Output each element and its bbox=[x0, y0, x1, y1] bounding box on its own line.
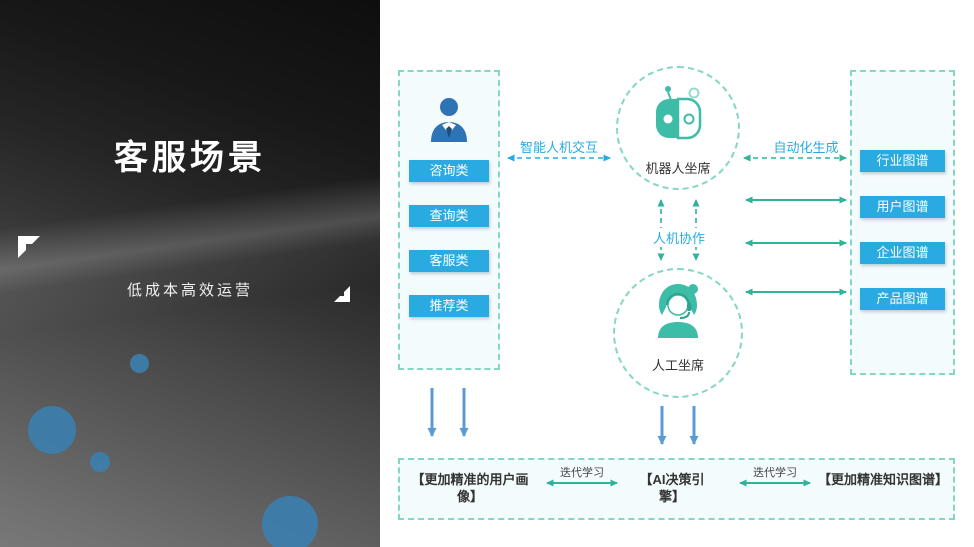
diagram-panel: 咨询类 查询类 客服类 推荐类 机器人坐席 人工坐席 智能人机交互 自动 bbox=[380, 0, 974, 547]
ai-engine-text: 【AI决策引擎】 bbox=[639, 472, 705, 504]
category-button-consult[interactable]: 咨询类 bbox=[409, 160, 489, 182]
decorative-circle bbox=[28, 406, 76, 454]
graph-button-product[interactable]: 产品图谱 bbox=[860, 288, 945, 310]
knowledge-graph-text: 【更加精准知识图谱】 bbox=[818, 472, 949, 487]
page-title: 客服场景 bbox=[114, 139, 266, 177]
iterate-learning-label-right: 迭代学习 bbox=[753, 467, 797, 479]
graph-button-user[interactable]: 用户图谱 bbox=[860, 196, 945, 218]
graph-button-enterprise[interactable]: 企业图谱 bbox=[860, 242, 945, 264]
category-button-recommend[interactable]: 推荐类 bbox=[409, 295, 489, 317]
robot-agent-label: 机器人坐席 bbox=[645, 161, 711, 176]
autogen-label: 自动化生成 bbox=[773, 140, 839, 155]
decorative-circle bbox=[262, 496, 318, 547]
decorative-circle bbox=[130, 354, 149, 373]
page-subtitle: 低成本高效运营 bbox=[126, 282, 253, 299]
business-person-icon bbox=[431, 98, 467, 142]
corner-mark-left bbox=[18, 236, 40, 258]
category-button-service[interactable]: 客服类 bbox=[409, 250, 489, 272]
human-agent-icon bbox=[658, 284, 698, 338]
knowledge-graph-box bbox=[850, 70, 955, 375]
robot-icon bbox=[656, 86, 702, 140]
bottom-engine-box bbox=[398, 458, 955, 520]
corner-mark-right bbox=[334, 286, 350, 302]
iterate-learning-label-left: 迭代学习 bbox=[560, 467, 604, 479]
category-button-query[interactable]: 查询类 bbox=[409, 205, 489, 227]
collab-label: 人机协作 bbox=[650, 228, 708, 247]
user-profile-text: 【更加精准的用户画像】 bbox=[411, 472, 529, 504]
hmi-label: 智能人机交互 bbox=[519, 140, 598, 155]
photo-panel: 客服场景 低成本高效运营 bbox=[0, 0, 380, 547]
human-agent-label: 人工坐席 bbox=[651, 358, 704, 373]
graph-button-industry[interactable]: 行业图谱 bbox=[860, 150, 945, 172]
decorative-circle bbox=[90, 452, 110, 472]
